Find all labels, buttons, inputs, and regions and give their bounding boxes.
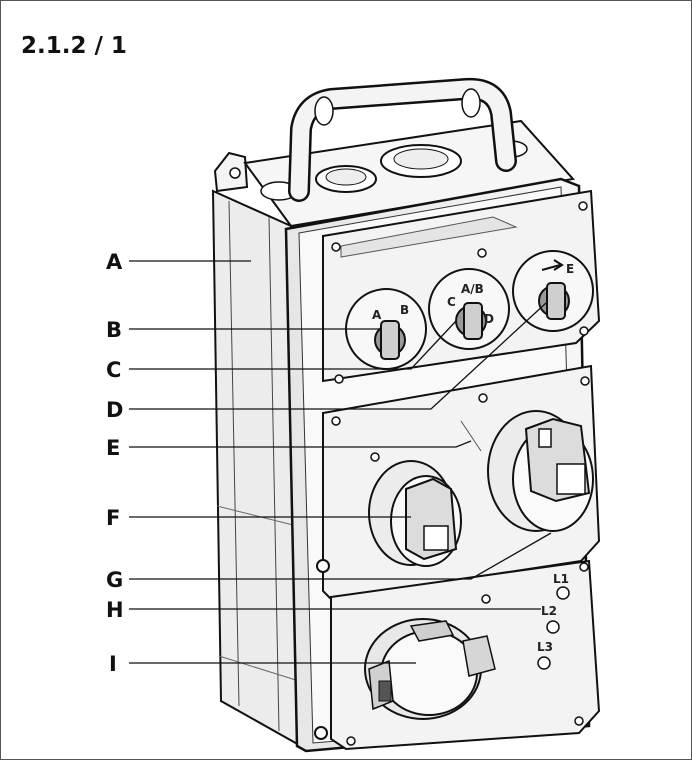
leader-c	[129, 320, 457, 370]
callout-b: B	[106, 318, 122, 342]
switch3-mark-e: E	[566, 262, 574, 276]
leader-d	[129, 302, 547, 410]
indicator-label-l1: L1	[553, 572, 569, 586]
callout-d: D	[106, 398, 123, 422]
indicator-label-l3: L3	[537, 640, 553, 654]
socket-large	[487, 410, 594, 532]
socket-panel	[316, 364, 601, 601]
cee-socket	[364, 618, 496, 720]
switch2-mark-ab: A/B	[461, 282, 484, 296]
callout-h: H	[106, 598, 124, 622]
indicator-panel: L1 L2 L3	[314, 559, 601, 751]
socket-small	[368, 460, 462, 567]
rotary-switch-3: E	[512, 250, 594, 332]
callout-f: F	[106, 506, 120, 530]
indicator-label-l2: L2	[541, 604, 557, 618]
figure-title: 2.1.2 / 1	[21, 33, 127, 59]
callout-c: C	[106, 358, 121, 382]
callout-labels: A B C D E F G H I	[106, 250, 124, 676]
leader-e	[129, 440, 472, 448]
indicator-lamp-1-icon	[556, 586, 570, 600]
housing-top	[243, 119, 575, 228]
switch2-mark-c: C	[447, 295, 456, 309]
switch1-mark-a: A	[372, 308, 382, 322]
callout-e: E	[106, 436, 120, 460]
switch1-mark-b: B	[400, 303, 409, 317]
indicator-lamp-3-icon	[537, 656, 551, 670]
leader-g	[129, 532, 552, 580]
carry-handle	[288, 77, 517, 202]
callout-leaders	[129, 260, 552, 664]
indicator-lamps: L1 L2 L3	[537, 572, 570, 670]
switch2-mark-d: D	[484, 312, 494, 326]
callout-a: A	[106, 250, 123, 274]
callout-g: G	[106, 568, 123, 592]
callout-i: I	[109, 652, 117, 676]
indicator-lamp-2-icon	[546, 620, 560, 634]
